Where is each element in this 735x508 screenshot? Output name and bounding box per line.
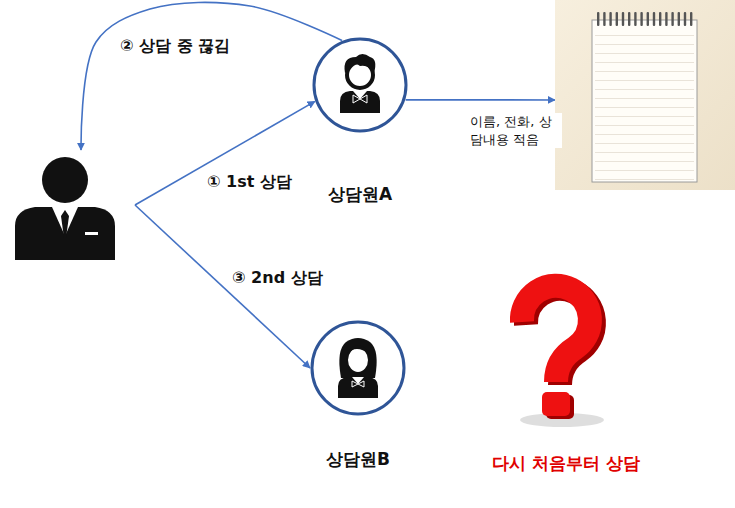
edge-label: 이름, 전화, 상담내용 적음 [468, 113, 562, 148]
woman-icon [310, 320, 406, 416]
edge-label: ② 상담 중 끊김 [118, 36, 232, 57]
question-mark [520, 286, 604, 427]
flow-arrow [81, 2, 342, 150]
note-label: 다시 처음부터 상담 [490, 452, 642, 475]
flow-arrow [406, 99, 555, 101]
agent-circle: 상담원A [312, 37, 408, 206]
note-icon [555, 0, 735, 190]
agent-name: 상담원B [310, 320, 406, 471]
notepad-node [555, 0, 735, 190]
agent-circle: 상담원B [310, 320, 406, 471]
agent-name: 상담원A [312, 37, 408, 206]
edge-label: ① 1st 상담 [205, 172, 294, 193]
flow-arrow [135, 101, 315, 205]
edge-label: ③ 2nd 상담 [230, 268, 325, 289]
customer-icon [15, 150, 135, 260]
customer-node [15, 150, 135, 260]
man-icon [312, 37, 408, 133]
